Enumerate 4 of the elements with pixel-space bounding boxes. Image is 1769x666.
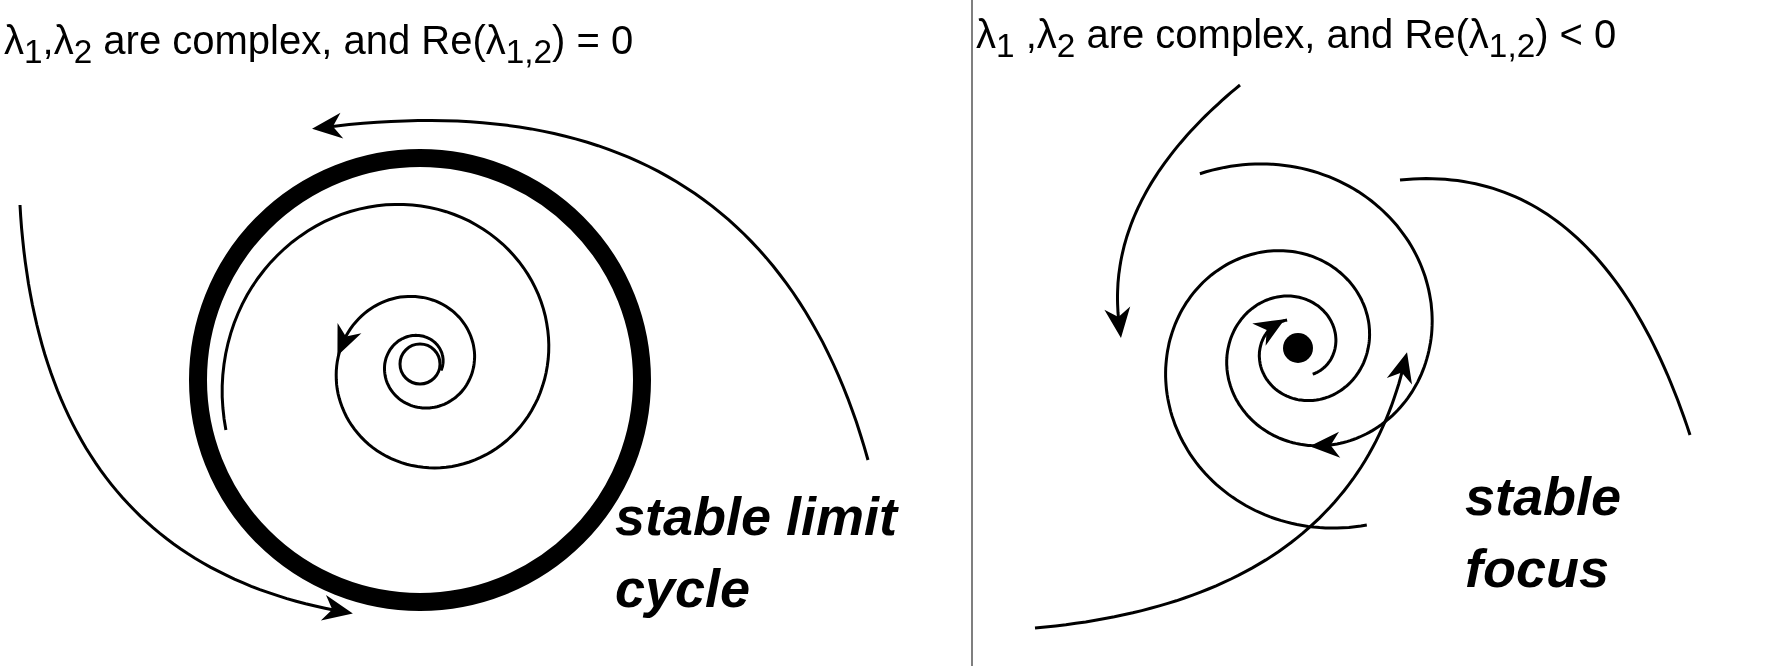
eigenvalue-heading: λ$_{1}$ ,λ$_{2}$ are complex, and Re(λ$_{1,2}$) < 0 — [976, 12, 1617, 65]
portrait-caption: stable focus — [1465, 465, 1623, 600]
eigenvalue-heading: λ$_{1}$,λ$_{2}$ are complex, and Re(λ$_{1,2}$) = 0 — [4, 18, 634, 71]
portrait-caption: stable limit cycle — [615, 485, 900, 620]
